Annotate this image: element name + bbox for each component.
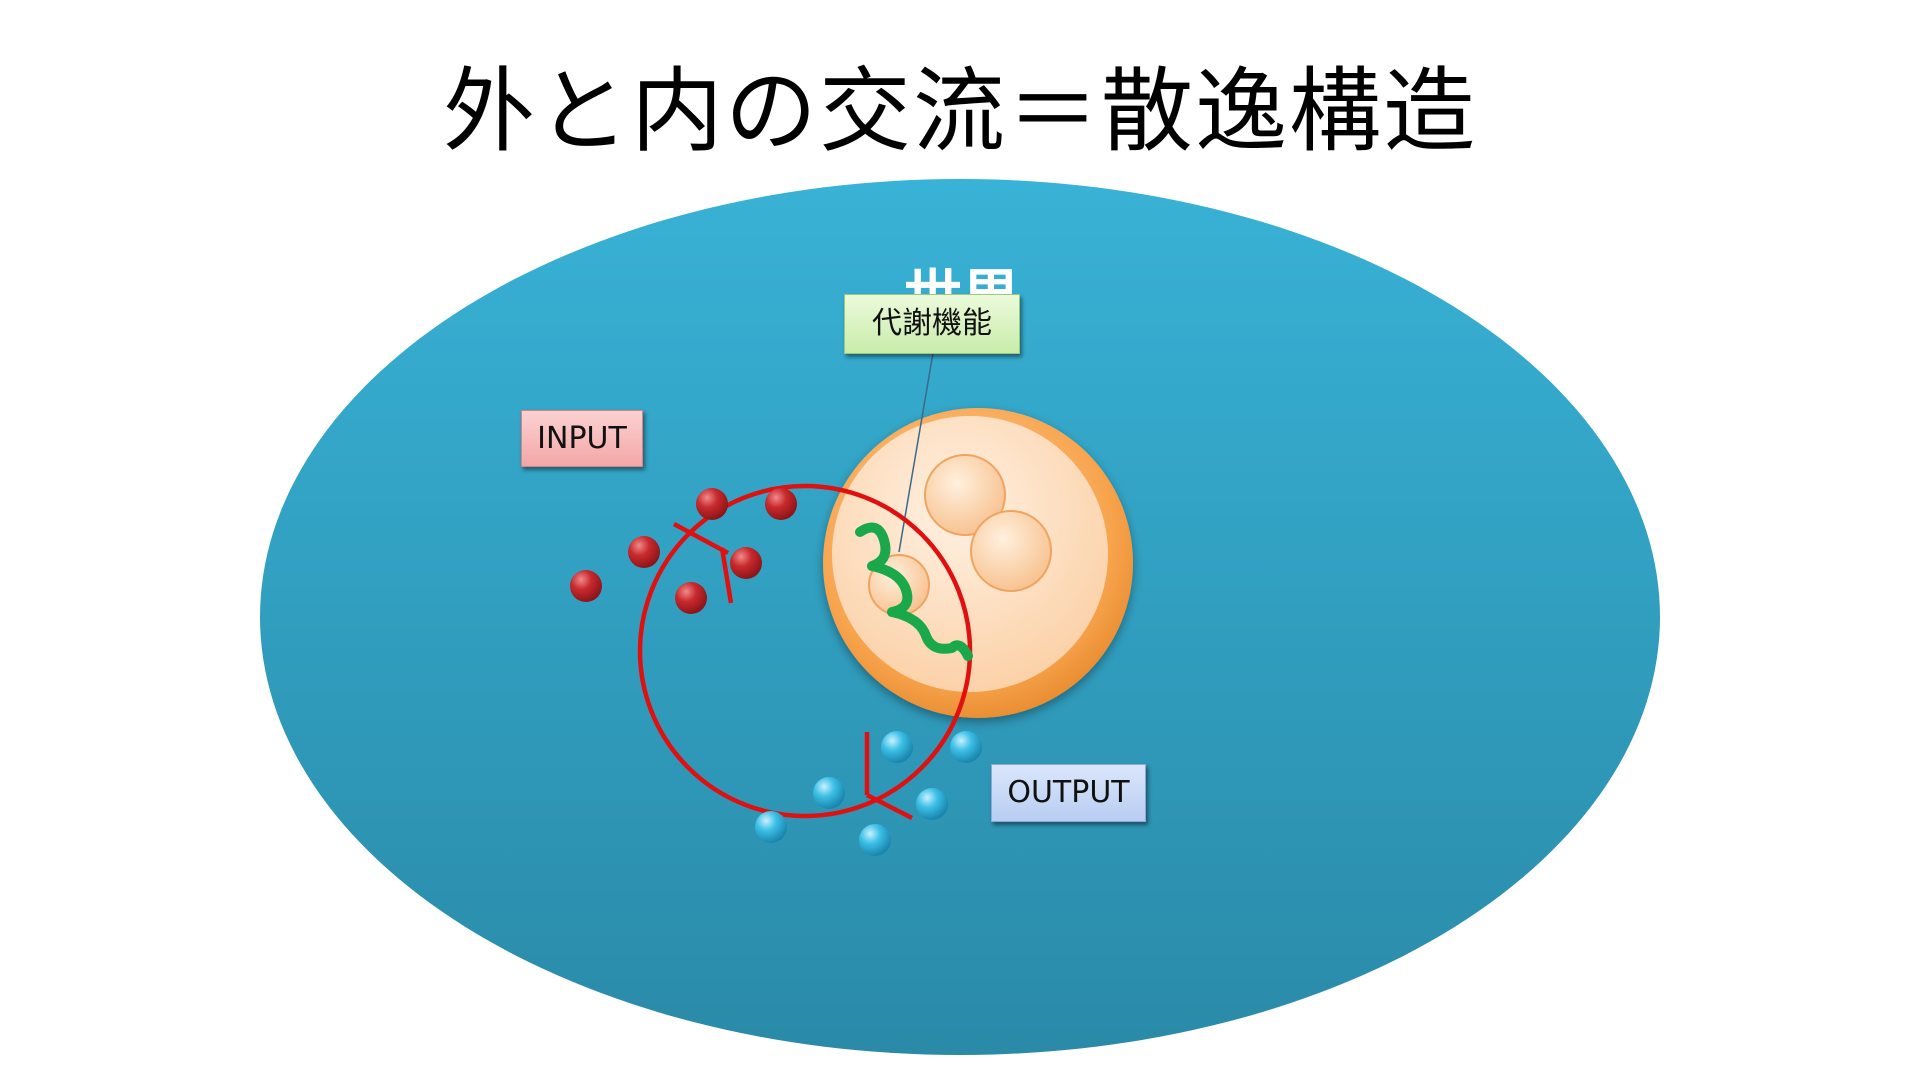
organism-inner-body xyxy=(832,416,1108,692)
input-label: INPUT xyxy=(521,410,643,467)
exchange-cycle xyxy=(637,483,973,821)
output-particle xyxy=(859,824,891,856)
input-valve-bar-2 xyxy=(719,547,734,604)
output-particles xyxy=(755,731,982,856)
output-particle xyxy=(881,731,913,763)
input-particle xyxy=(696,488,728,520)
metabolism-label: 代謝機能 xyxy=(844,294,1020,354)
output-valve-bar-2 xyxy=(865,792,914,821)
input-particle xyxy=(765,488,797,520)
input-particle xyxy=(570,570,602,602)
input-valve-bar-1 xyxy=(672,522,730,555)
output-particle xyxy=(813,777,845,809)
input-particle xyxy=(628,536,660,568)
output-label: OUTPUT xyxy=(991,764,1146,822)
output-particle xyxy=(916,788,948,820)
output-particle xyxy=(950,731,982,763)
metabolism-wave xyxy=(855,522,973,661)
slide-title: 外と内の交流＝散逸構造 xyxy=(442,58,1477,165)
output-particle xyxy=(755,811,787,843)
input-particle xyxy=(675,582,707,614)
input-particle xyxy=(730,547,762,579)
organism-cell-top xyxy=(924,454,1006,536)
organism-cell-right xyxy=(970,510,1052,592)
input-particles xyxy=(570,488,797,614)
organism xyxy=(823,408,1133,718)
